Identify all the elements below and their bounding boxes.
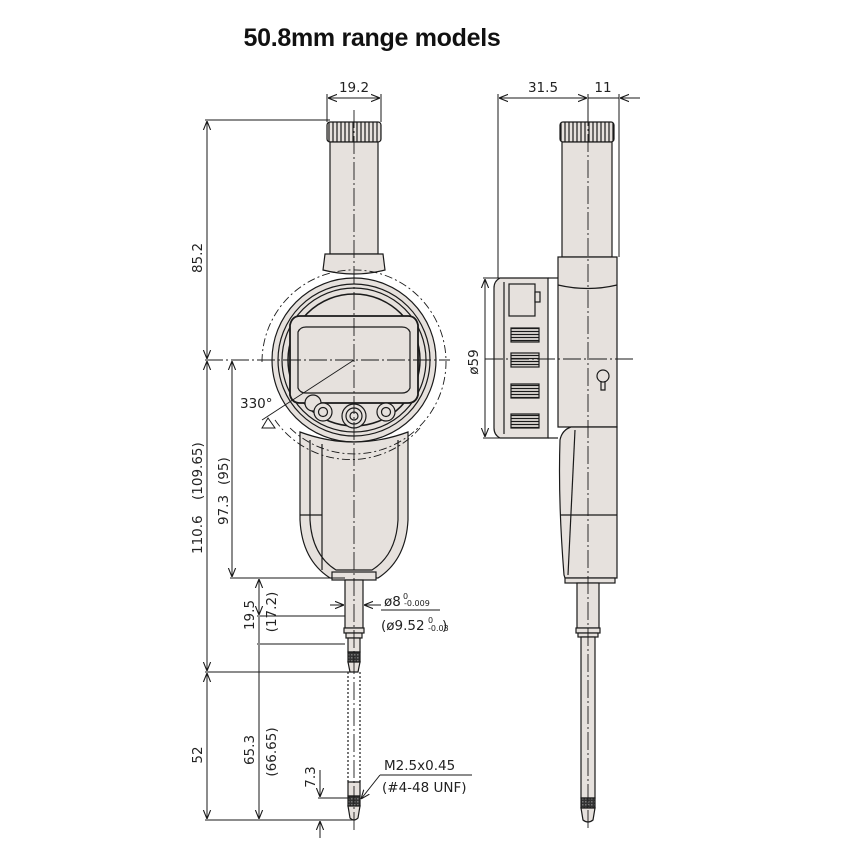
keyhole-icon bbox=[596, 369, 610, 383]
button-right bbox=[376, 402, 396, 422]
button-left bbox=[313, 402, 333, 422]
dim-body-height-alt: (95) bbox=[216, 457, 232, 485]
front-centerlines bbox=[205, 110, 450, 830]
dim-top-height: 85.2 bbox=[190, 243, 206, 273]
dim-depth-back: 11 bbox=[594, 80, 611, 96]
angle-line bbox=[261, 359, 355, 421]
side-connector-port bbox=[508, 283, 536, 317]
thread-metric: M2.5x0.45 bbox=[384, 758, 455, 774]
side-dimension-lines bbox=[483, 94, 640, 439]
dim-cap-width: 19.2 bbox=[339, 80, 369, 96]
dim-stem-length: 19.5 bbox=[242, 600, 258, 630]
side-grip-3 bbox=[510, 383, 540, 399]
dim-stem-diameter: ø8 bbox=[384, 594, 401, 610]
side-grip-4 bbox=[510, 413, 540, 429]
dim-body-height: 97.3 bbox=[216, 495, 232, 525]
dim-tip-length: 7.3 bbox=[303, 766, 319, 787]
thread-unified: (#4-48 UNF) bbox=[382, 780, 467, 796]
side-centerlines bbox=[485, 108, 635, 830]
side-grip-2 bbox=[510, 352, 540, 368]
dim-stem-length-alt: (17.2) bbox=[264, 592, 280, 633]
rotation-arc bbox=[261, 269, 447, 461]
dim-bezel-diameter: ø59 bbox=[466, 349, 482, 374]
stem-alt-tol-lower: -0.03 bbox=[428, 624, 449, 633]
angle-arrow-icon bbox=[261, 417, 276, 429]
stem-diameter-alt: (ø9.52 bbox=[381, 618, 425, 634]
dim-total-lower-height: 110.6 bbox=[190, 515, 206, 554]
stem-alt-close: ) bbox=[442, 618, 447, 634]
side-cap-knurl bbox=[559, 121, 615, 143]
side-view bbox=[493, 121, 618, 823]
stem-tol-lower: -0.009 bbox=[404, 599, 430, 608]
side-upper-tube bbox=[561, 141, 613, 258]
front-dimension-lines bbox=[205, 94, 472, 838]
dim-spindle-length-alt: (66.65) bbox=[264, 727, 280, 776]
dim-spindle-length: 65.3 bbox=[242, 735, 258, 765]
page-title: 50.8mm range models bbox=[243, 24, 501, 52]
dim-depth-front: 31.5 bbox=[528, 80, 558, 96]
dim-rotation-angle: 330° bbox=[240, 396, 273, 412]
dim-total-lower-height-alt: (109.65) bbox=[190, 442, 206, 500]
side-main-body bbox=[557, 256, 618, 428]
collar bbox=[322, 253, 386, 275]
dim-stroke: 52 bbox=[190, 746, 206, 763]
stem-tol-upper: 0 bbox=[403, 592, 408, 601]
stem-alt-tol-upper: 0 bbox=[428, 616, 433, 625]
side-grip-1 bbox=[510, 327, 540, 343]
